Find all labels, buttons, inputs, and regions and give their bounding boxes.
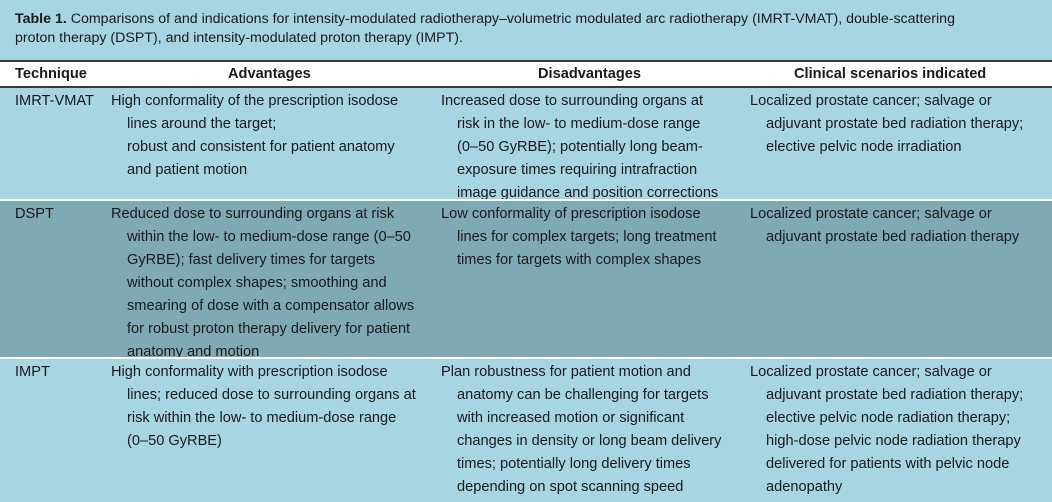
disadvantages-line: changes in density or long beam delivery — [457, 433, 722, 449]
clinical-line: delivered for patients with pelvic node — [766, 456, 1010, 472]
technique-name: IMPT — [15, 364, 50, 380]
cell-technique: IMRT-VMAT — [15, 88, 94, 113]
disadvantages-line: exposure times requiring intrafraction — [457, 162, 698, 178]
table-row-dspt: DSPT Reduced dose to surrounding organs … — [0, 199, 1052, 360]
clinical-line: Localized prostate cancer; salvage or — [750, 93, 992, 109]
cell-clinical-scenarios: Localized prostate cancer; salvage or ad… — [750, 201, 1019, 249]
caption-label: Table 1. — [15, 11, 67, 27]
advantages-line: without complex shapes; smoothing and — [127, 275, 387, 291]
advantages-line: High conformality with prescription isod… — [111, 364, 388, 380]
clinical-line: adjuvant prostate bed radiation therapy; — [766, 387, 1024, 403]
clinical-line: adjuvant prostate bed radiation therapy — [766, 229, 1020, 245]
disadvantages-line: (0–50 GyRBE); potentially long beam- — [457, 139, 703, 155]
disadvantages-line: image guidance and position corrections — [457, 185, 719, 201]
advantages-line: GyRBE); fast delivery times for targets — [127, 252, 376, 268]
disadvantages-line: depending on spot scanning speed — [457, 479, 684, 495]
disadvantages-line: anatomy can be challenging for targets — [457, 387, 709, 403]
advantages-line: risk within the low- to medium-dose rang… — [127, 410, 397, 426]
advantages-line: Reduced dose to surrounding organs at ri… — [111, 206, 395, 222]
disadvantages-line: Low conformality of prescription isodose — [441, 206, 701, 222]
cell-advantages: Reduced dose to surrounding organs at ri… — [111, 201, 414, 364]
disadvantages-line: with increased motion or significant — [457, 410, 685, 426]
table-row-imrt-vmat: IMRT-VMAT High conformality of the presc… — [0, 88, 1052, 201]
disadvantages-line: times for targets with complex shapes — [457, 252, 702, 268]
clinical-line: Localized prostate cancer; salvage or — [750, 364, 992, 380]
advantages-line: lines; reduced dose to surrounding organ… — [127, 387, 416, 403]
cell-technique: IMPT — [15, 359, 50, 384]
disadvantages-line: times; potentially long delivery times — [457, 456, 691, 472]
clinical-line: elective pelvic node radiation therapy; — [766, 410, 1011, 426]
header-disadvantages: Disadvantages — [538, 66, 642, 82]
advantages-line: for robust proton therapy delivery for p… — [127, 321, 411, 337]
clinical-line: high-dose pelvic node radiation therapy — [766, 433, 1021, 449]
table-row-impt: IMPT High conformality with prescription… — [0, 357, 1052, 502]
cell-disadvantages: Plan robustness for patient motion and a… — [441, 359, 721, 499]
advantages-line: within the low- to medium-dose range (0–… — [127, 229, 411, 245]
cell-clinical-scenarios: Localized prostate cancer; salvage or ad… — [750, 88, 1023, 159]
cell-advantages: High conformality of the prescription is… — [111, 88, 398, 182]
clinical-line: adenopathy — [766, 479, 843, 495]
clinical-line: elective pelvic node irradiation — [766, 139, 962, 155]
disadvantages-line: Increased dose to surrounding organs at — [441, 93, 704, 109]
disadvantages-line: risk in the low- to medium-dose range — [457, 116, 701, 132]
cell-clinical-scenarios: Localized prostate cancer; salvage or ad… — [750, 359, 1023, 499]
advantages-line: (0–50 GyRBE) — [127, 433, 222, 449]
cell-advantages: High conformality with prescription isod… — [111, 359, 416, 453]
cell-technique: DSPT — [15, 201, 54, 226]
disadvantages-line: Plan robustness for patient motion and — [441, 364, 691, 380]
technique-name: DSPT — [15, 206, 54, 222]
advantages-line: lines around the target; — [127, 116, 277, 132]
caption-text-line-2: proton therapy (DSPT), and intensity-mod… — [15, 30, 463, 46]
header-clinical-scenarios: Clinical scenarios indicated — [794, 66, 987, 82]
technique-name: IMRT-VMAT — [15, 93, 94, 109]
advantages-line: anatomy and motion — [127, 344, 260, 360]
advantages-line: and patient motion — [127, 162, 248, 178]
clinical-line: adjuvant prostate bed radiation therapy; — [766, 116, 1024, 132]
clinical-line: Localized prostate cancer; salvage or — [750, 206, 992, 222]
header-technique: Technique — [15, 66, 87, 82]
advantages-line: smearing of dose with a compensator allo… — [127, 298, 415, 314]
advantages-line: High conformality of the prescription is… — [111, 93, 399, 109]
cell-disadvantages: Low conformality of prescription isodose… — [441, 201, 717, 272]
cell-disadvantages: Increased dose to surrounding organs at … — [441, 88, 718, 205]
table-caption: Table 1. Comparisons of and indications … — [0, 0, 1052, 60]
caption-text-line-1: Comparisons of and indications for inten… — [66, 11, 955, 27]
advantages-line: robust and consistent for patient anatom… — [127, 139, 395, 155]
table-header-row: Technique Advantages Disadvantages Clini… — [0, 60, 1052, 88]
header-advantages: Advantages — [228, 66, 311, 82]
disadvantages-line: lines for complex targets; long treatmen… — [457, 229, 717, 245]
